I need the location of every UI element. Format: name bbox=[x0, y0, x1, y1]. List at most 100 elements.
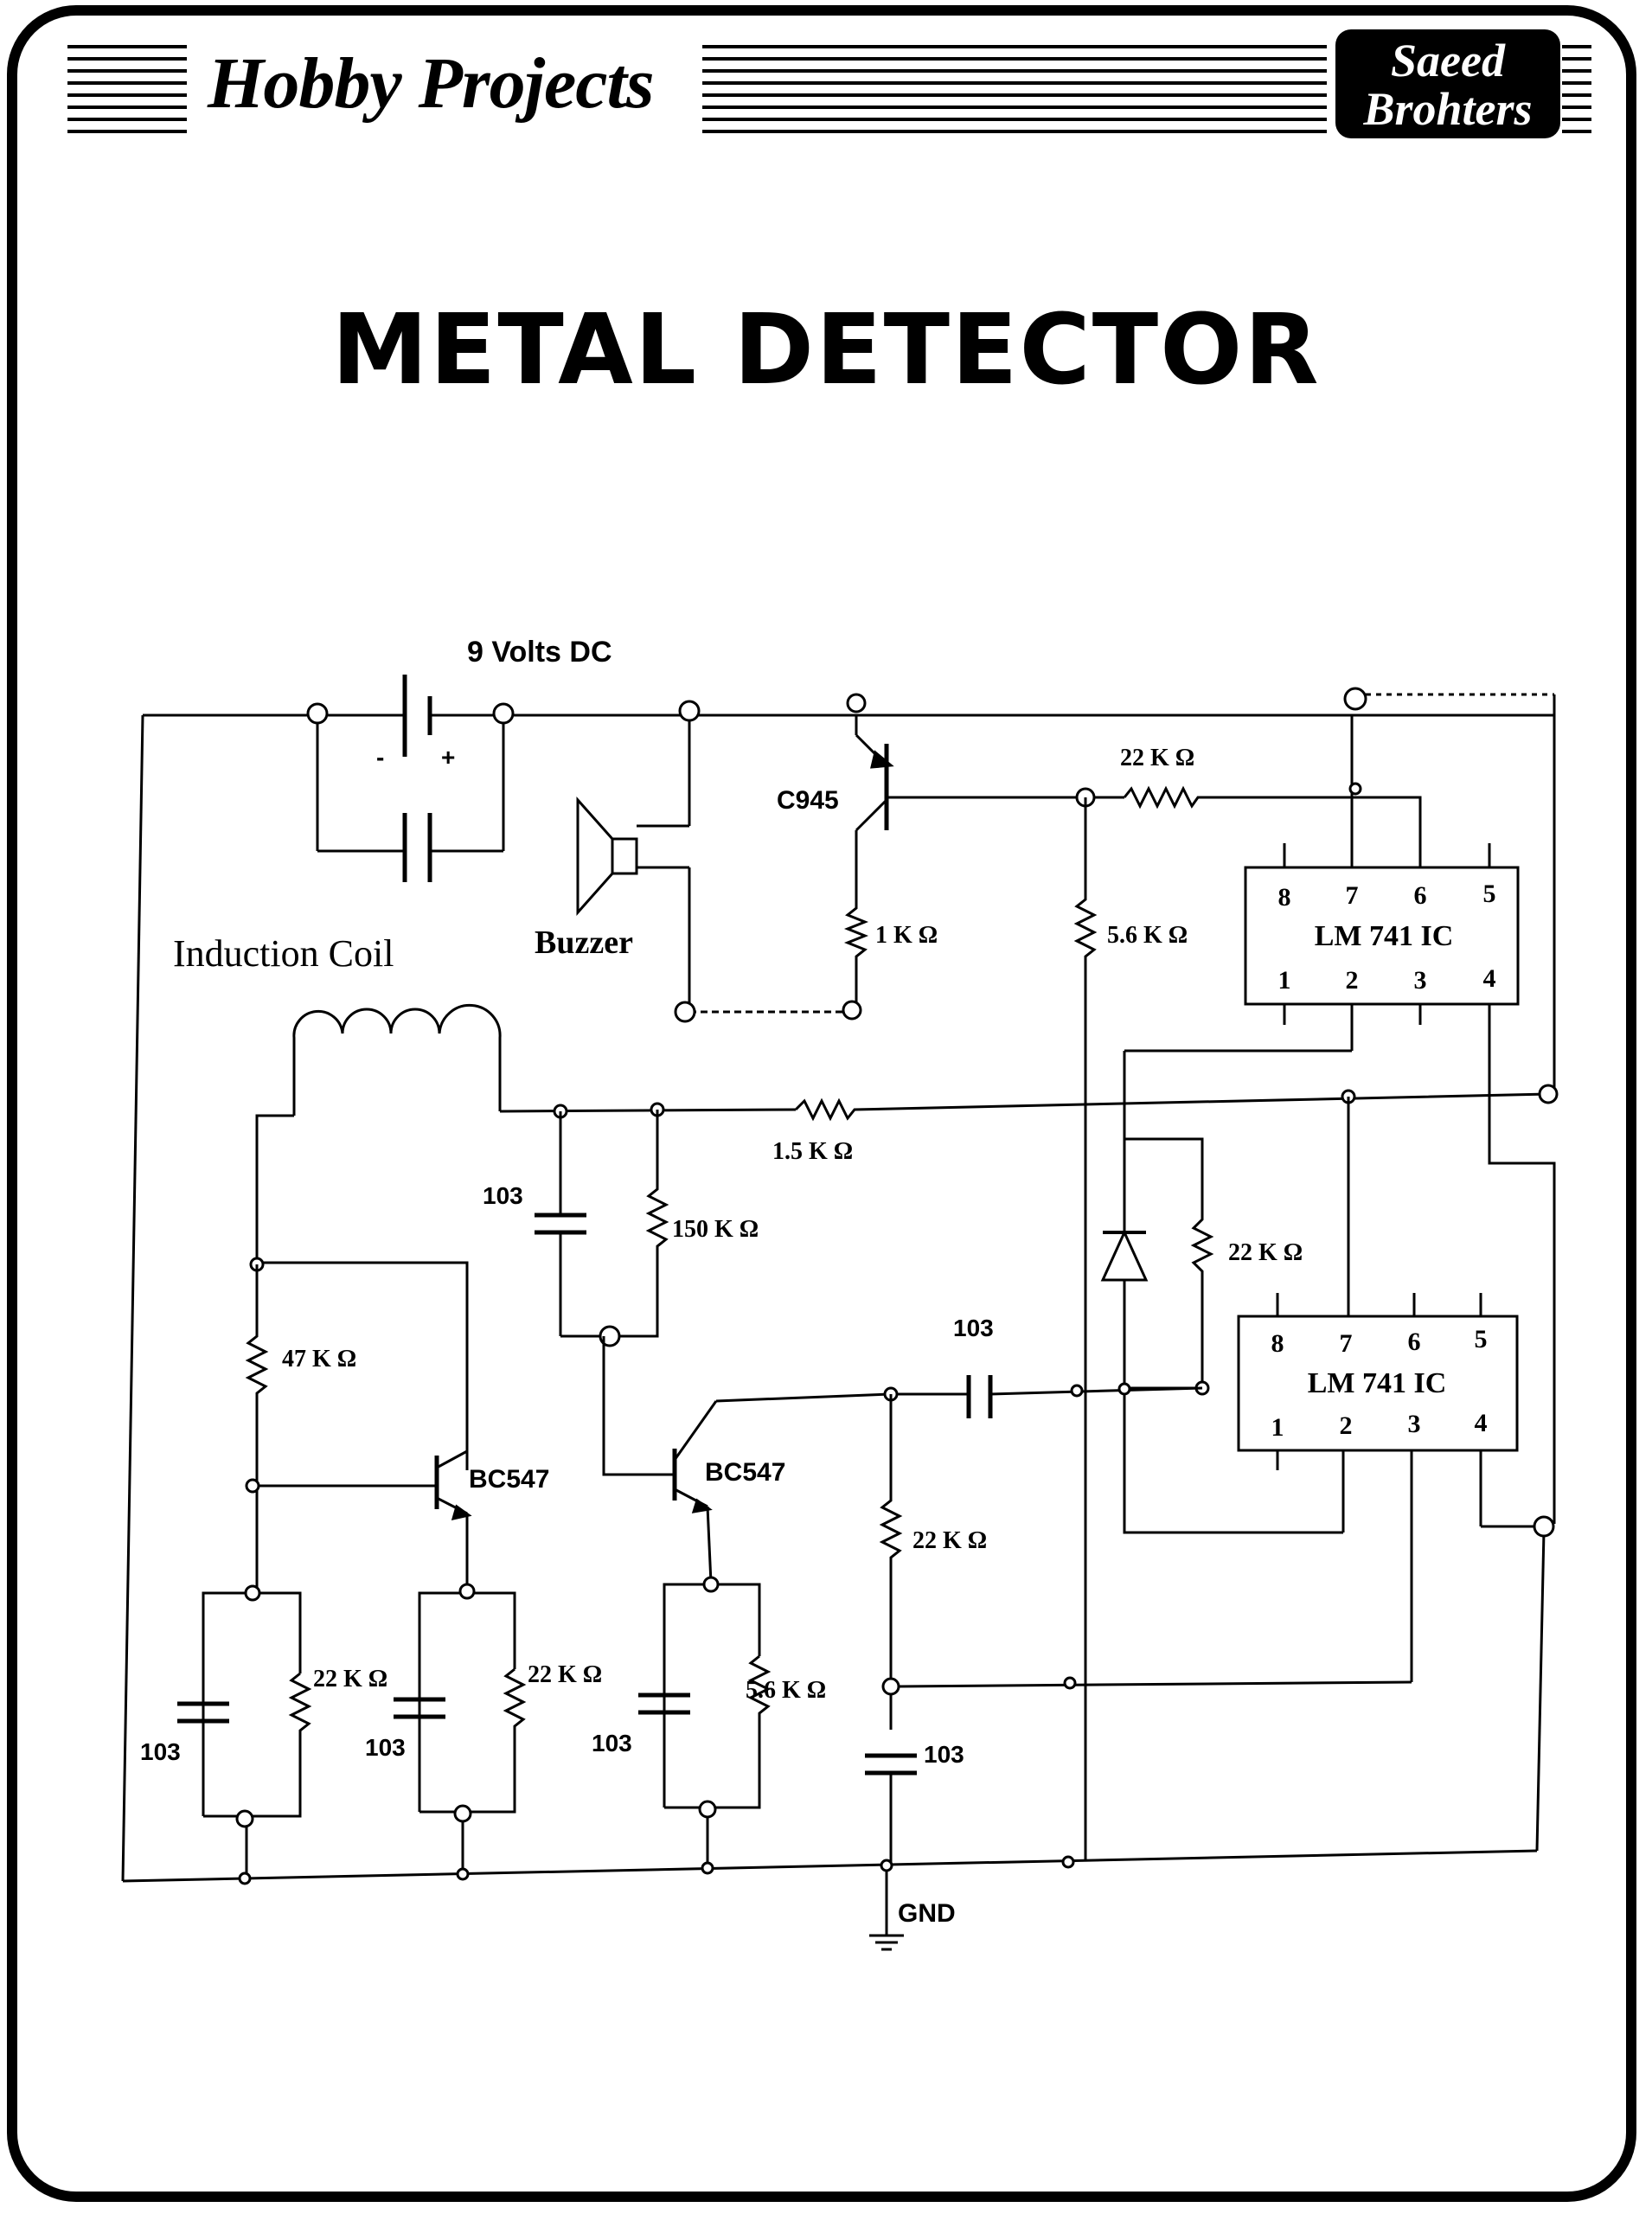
node-junction bbox=[245, 1478, 260, 1494]
node-terminal bbox=[674, 1001, 696, 1023]
node-junction bbox=[1063, 1676, 1077, 1690]
resistor-1k-label: 1 K Ω bbox=[875, 922, 938, 949]
buzzer-label: Buzzer bbox=[535, 925, 633, 961]
resistor-22k-a-label: 22 K Ω bbox=[313, 1666, 387, 1692]
ic-top-pin-1: 1 bbox=[1278, 966, 1291, 995]
ic-top-pin-7: 7 bbox=[1346, 881, 1359, 910]
wire bbox=[1488, 1091, 1556, 1524]
emitter-network-3 bbox=[638, 1583, 772, 1868]
supply-label: 9 Volts DC bbox=[467, 636, 612, 669]
induction-coil-label: Induction Coil bbox=[173, 932, 394, 975]
resistor-1-5k-label: 1.5 K Ω bbox=[772, 1138, 853, 1165]
resistor-22k-top bbox=[1123, 785, 1422, 867]
resistor-22k-mid-label: 22 K Ω bbox=[912, 1527, 987, 1554]
wire bbox=[499, 1108, 797, 1113]
ground-bus-wire bbox=[122, 1849, 1538, 1883]
node-junction bbox=[458, 1583, 476, 1600]
node-junction bbox=[244, 1584, 261, 1602]
ic-top-body bbox=[1244, 866, 1520, 1006]
node-junction bbox=[702, 1576, 720, 1593]
ic-bottom-pin-5: 5 bbox=[1475, 1325, 1488, 1353]
node-terminal bbox=[881, 1677, 900, 1696]
ic-bottom-pins bbox=[1276, 1097, 1482, 1682]
ic-top-name: LM 741 IC bbox=[1315, 920, 1454, 952]
resistor-22k-mid bbox=[879, 1394, 903, 1730]
resistor-47k-label: 47 K Ω bbox=[282, 1346, 356, 1373]
resistor-47k bbox=[245, 1264, 269, 1591]
node-terminal bbox=[235, 1809, 254, 1828]
transistor-c945-symbol bbox=[855, 715, 1085, 899]
emitter-network-1 bbox=[177, 1591, 312, 1877]
resistor-5-6k-bottom-label: 5.6 K Ω bbox=[746, 1677, 826, 1704]
diode-icon bbox=[1100, 1229, 1149, 1282]
induction-coil-icon bbox=[292, 1003, 502, 1116]
capacitor-103-d-label: 103 bbox=[140, 1738, 181, 1765]
resistor-5-6k-top bbox=[1073, 797, 1098, 1859]
node-terminal bbox=[678, 700, 701, 722]
wire bbox=[1123, 1522, 1343, 1534]
header-rule-edge bbox=[1562, 45, 1591, 135]
node-terminal bbox=[1533, 1515, 1555, 1538]
node-terminal bbox=[842, 1000, 862, 1021]
node-junction bbox=[1061, 1855, 1075, 1869]
resistor-5-6k-top-label: 5.6 K Ω bbox=[1107, 922, 1188, 949]
node-junction bbox=[1070, 1384, 1084, 1398]
resistor-22k-b-label: 22 K Ω bbox=[528, 1661, 602, 1688]
ic-bottom-pin-7: 7 bbox=[1340, 1329, 1353, 1358]
ic-top-pin-2: 2 bbox=[1346, 966, 1359, 995]
ic-bottom-body bbox=[1237, 1315, 1519, 1452]
node-junction bbox=[880, 1859, 893, 1872]
publisher-line-2: Brohters bbox=[1363, 83, 1533, 135]
node-terminal bbox=[306, 702, 329, 725]
publisher-line-1: Saeed bbox=[1391, 35, 1505, 86]
node-terminal bbox=[846, 693, 867, 713]
capacitor-103-f-label: 103 bbox=[592, 1730, 632, 1756]
emitter-network-2 bbox=[394, 1591, 527, 1877]
page-frame bbox=[7, 5, 1636, 2202]
ic-bottom-name: LM 741 IC bbox=[1308, 1367, 1447, 1399]
wire bbox=[1535, 1530, 1546, 1852]
left-bus-wire bbox=[121, 714, 144, 1882]
transistor-bc547-1-symbol bbox=[257, 1449, 472, 1591]
resistor-22k-feedback bbox=[1124, 1137, 1214, 1390]
capacitor-103-b-label: 103 bbox=[953, 1315, 994, 1341]
node-terminal bbox=[453, 1804, 472, 1823]
ic-bottom-pin-2: 2 bbox=[1340, 1411, 1353, 1440]
ic-bottom-pin-3: 3 bbox=[1408, 1410, 1421, 1438]
resistor-22k-top-label: 22 K Ω bbox=[1120, 745, 1194, 771]
wire bbox=[899, 1680, 1412, 1688]
buzzer-speaker-icon bbox=[576, 715, 852, 1014]
capacitor-103-b bbox=[891, 1375, 1203, 1418]
ic-top-pin-8: 8 bbox=[1278, 883, 1291, 912]
resistor-150k-label: 150 K Ω bbox=[672, 1216, 759, 1243]
ic-bottom-pin-1: 1 bbox=[1271, 1413, 1284, 1442]
ic-top-pin-6: 6 bbox=[1414, 881, 1427, 910]
capacitor-103-c-label: 103 bbox=[924, 1741, 964, 1768]
header-title: Hobby Projects bbox=[208, 43, 655, 124]
ic-bottom-pin-6: 6 bbox=[1408, 1328, 1421, 1356]
resistor-150k bbox=[617, 1110, 669, 1338]
node-terminal bbox=[1343, 687, 1367, 711]
node-terminal bbox=[492, 702, 515, 725]
node-junction bbox=[1117, 1382, 1131, 1396]
main-title: METAL DETECTOR bbox=[331, 294, 1321, 406]
wire bbox=[602, 1336, 675, 1476]
capacitor-103-a bbox=[535, 1111, 604, 1338]
transistor-bc547-1-label: BC547 bbox=[469, 1465, 549, 1494]
ic-bottom-pin-4: 4 bbox=[1475, 1409, 1488, 1437]
node-junction bbox=[1348, 782, 1362, 796]
battery-minus: - bbox=[376, 744, 384, 771]
gnd-label: GND bbox=[898, 1899, 956, 1928]
ground-symbol-icon bbox=[869, 1868, 904, 1951]
publisher-badge: Saeed Brohters bbox=[1335, 29, 1560, 138]
node-terminal bbox=[1538, 1084, 1559, 1104]
node-junction bbox=[701, 1861, 714, 1875]
ic-top-pin-3: 3 bbox=[1414, 966, 1427, 995]
resistor-1-5k bbox=[794, 1092, 1549, 1122]
node-terminal bbox=[698, 1800, 717, 1819]
power-rail bbox=[143, 693, 1556, 1091]
battery-symbol bbox=[402, 675, 432, 882]
wire bbox=[257, 1261, 469, 1470]
ic-top-pin-4: 4 bbox=[1483, 964, 1496, 993]
